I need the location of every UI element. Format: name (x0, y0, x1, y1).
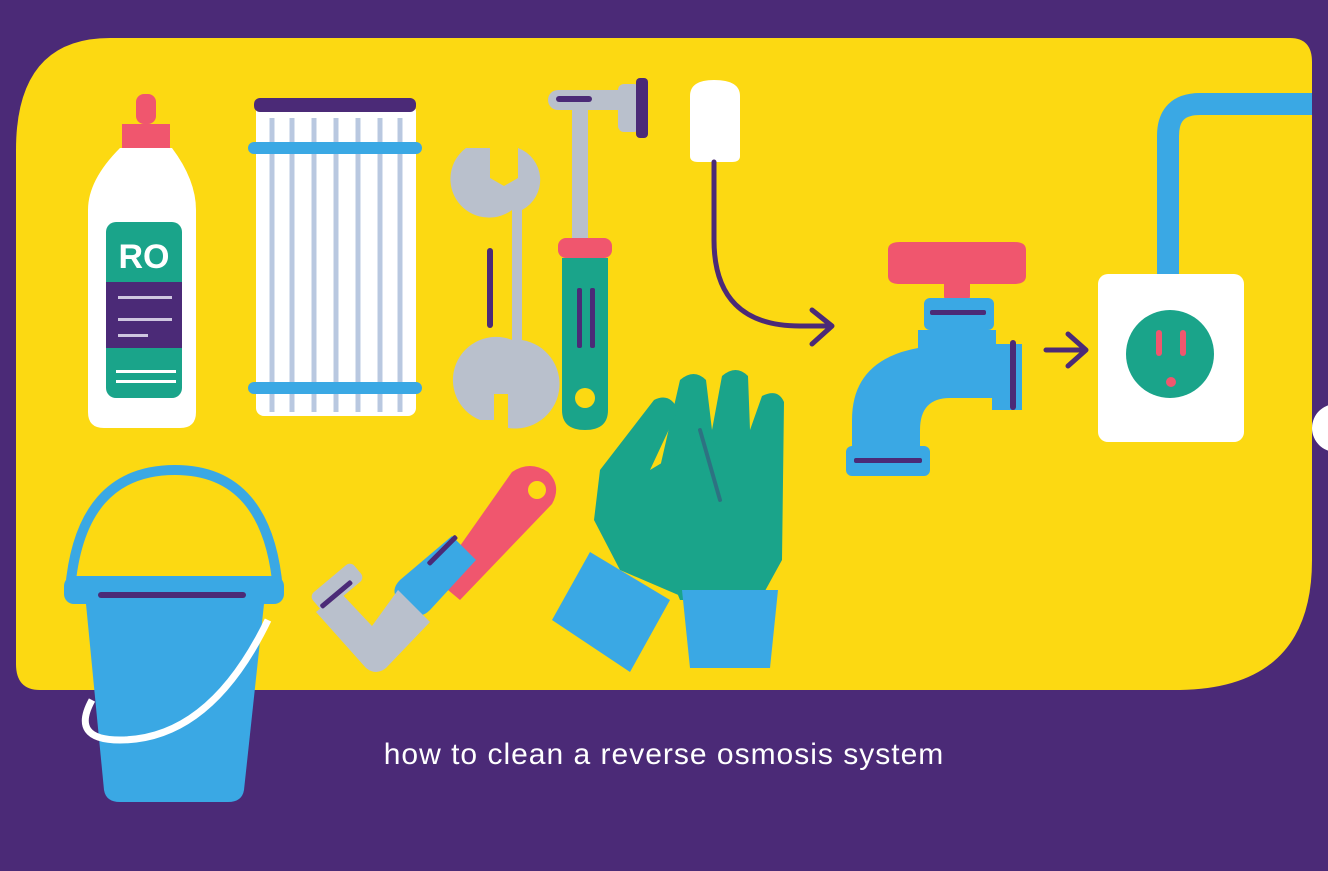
water-faucet-icon (846, 242, 1026, 476)
caption-text: how to clean a reverse osmosis system (383, 738, 945, 771)
filter-cartridge-icon (248, 98, 422, 416)
arrow-right-icon (809, 307, 835, 347)
water-pipe-icon (1157, 93, 1312, 278)
cleaner-bottle-icon: RO (88, 94, 196, 428)
power-plug-icon (690, 80, 833, 329)
screwdriver-icon (548, 78, 648, 430)
electrical-outlet-icon (1098, 274, 1244, 442)
adjustable-wrench-icon (311, 466, 557, 672)
bucket-icon (64, 464, 284, 802)
wrench-icon (450, 148, 560, 429)
arrow-right-icon (1043, 331, 1089, 369)
gloves-icon (552, 370, 784, 672)
edge-circle (1312, 405, 1328, 451)
bottle-label: RO (119, 238, 170, 276)
